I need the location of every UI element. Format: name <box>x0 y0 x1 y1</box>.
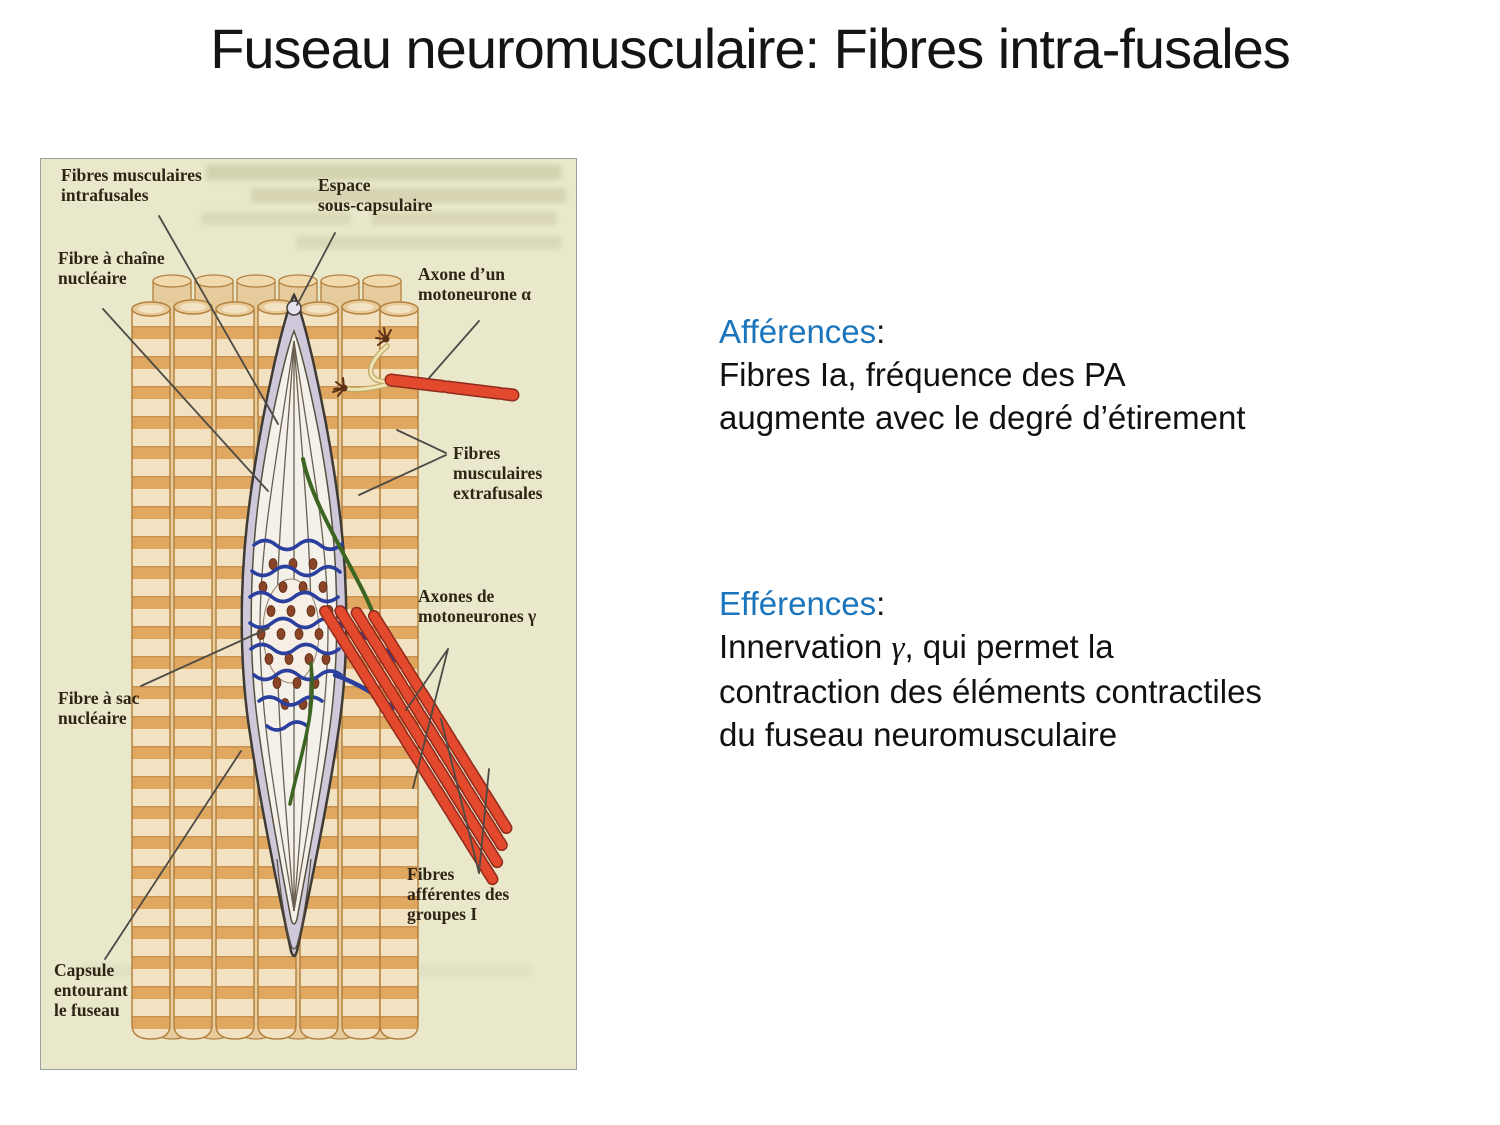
label-alpha-motoneuron-axon: Axone d’un motoneurone α <box>418 264 531 304</box>
red-axon-bundle <box>319 605 513 886</box>
efferences-line-1: Innervation γ, qui permet la <box>719 628 1114 666</box>
efferences-line-2: contraction des éléments contractiles <box>719 673 1262 710</box>
label-extrafusal-fibers: Fibres musculaires extrafusales <box>453 443 543 503</box>
gamma-axons <box>288 457 376 806</box>
muscle-spindle-illustration <box>41 159 576 1069</box>
spindle-figure: Fibres musculaires intrafusales Espace s… <box>40 158 577 1070</box>
efferences-line-3: du fuseau neuromusculaire <box>719 716 1118 753</box>
pointer-lines <box>102 215 490 960</box>
label-capsule: Capsule entourant le fuseau <box>54 960 128 1020</box>
afferences-line-2: augmente avec le degré d’étirement <box>719 399 1246 436</box>
label-intrafusal-fibers: Fibres musculaires intrafusales <box>61 165 202 205</box>
efferences-paragraph: Efférences: Innervation γ, qui permet la… <box>719 582 1419 756</box>
label-group-I-afferent-fibers: Fibres afférentes des groupes I <box>407 864 510 924</box>
nuclei <box>256 558 334 710</box>
afferences-paragraph: Afférences: Fibres Ia, fréquence des PA … <box>719 310 1419 439</box>
afferences-line-1: Fibres Ia, fréquence des PA <box>719 356 1126 393</box>
page-title: Fuseau neuromusculaire: Fibres intra-fus… <box>210 17 1291 80</box>
efferences-heading: Efférences <box>719 585 877 622</box>
label-nuclear-bag-fiber: Fibre à sac nucléaire <box>58 688 140 728</box>
label-gamma-motoneuron-axons: Axones de motoneurones γ <box>418 586 537 626</box>
label-subcapsular-space: Espace sous-capsulaire <box>318 175 433 215</box>
afferences-heading: Afférences <box>719 313 877 350</box>
alpha-axon <box>332 327 520 402</box>
gamma-symbol: γ <box>891 630 905 666</box>
motor-endplates <box>332 327 392 397</box>
label-nuclear-chain-fiber: Fibre à chaîne nucléaire <box>58 248 165 288</box>
